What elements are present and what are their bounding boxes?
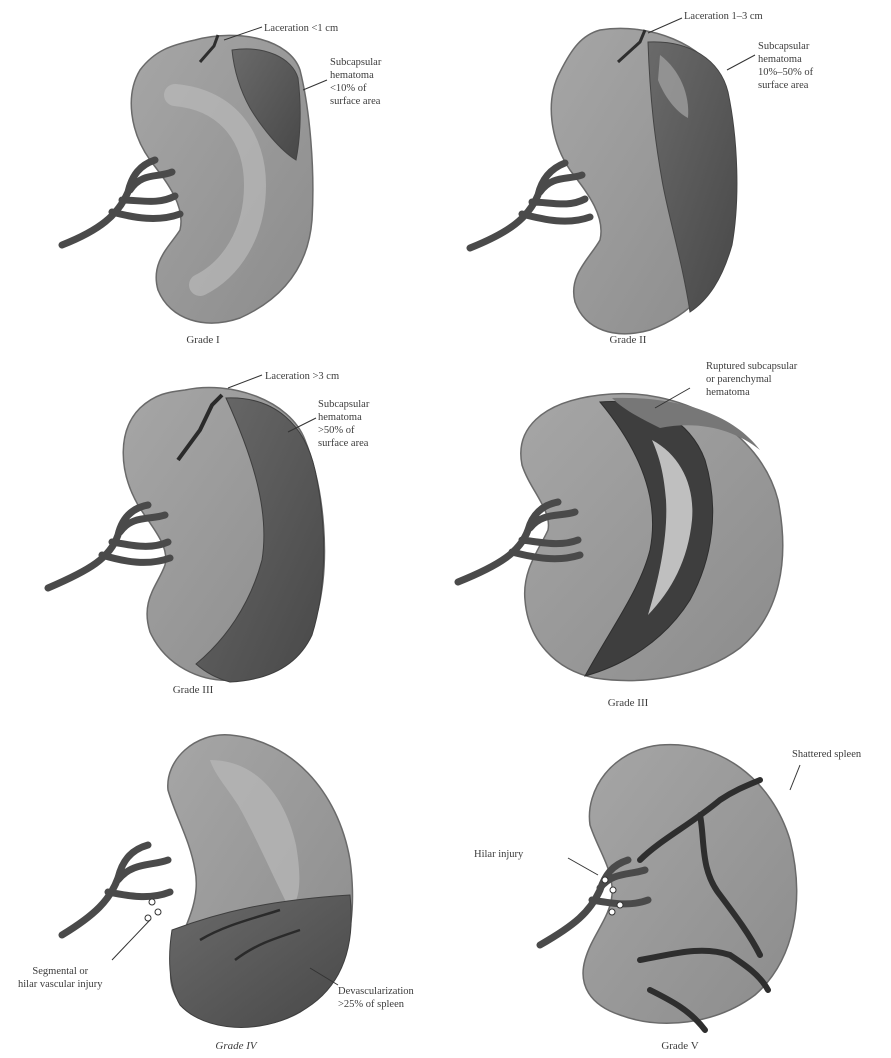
label-laceration-gt3cm: Laceration >3 cm — [265, 370, 339, 383]
caption-grade-3-ruptured: Grade III — [568, 697, 688, 709]
panel-grade-3-illustration — [48, 375, 324, 682]
panel-grade-5-illustration — [540, 745, 800, 1030]
label-laceration-lt1cm: Laceration <1 cm — [264, 22, 338, 35]
caption-grade-2: Grade II — [568, 334, 688, 346]
label-hilar-injury: Hilar injury — [474, 848, 523, 861]
panel-grade-4-illustration — [62, 735, 352, 1028]
panel-grade-2-illustration — [470, 18, 755, 334]
vessels — [62, 845, 170, 935]
vessels — [62, 160, 180, 245]
label-segmental-vascular-injury: Segmental or hilar vascular injury — [18, 965, 103, 991]
label-shattered-spleen: Shattered spleen — [792, 748, 861, 761]
vascular-injury-marks — [145, 899, 161, 921]
panel-grade-3-ruptured-illustration — [458, 388, 783, 680]
label-devascularization: Devascularization >25% of spleen — [338, 985, 414, 1011]
vessels — [48, 505, 170, 588]
label-laceration-1-3cm: Laceration 1–3 cm — [684, 10, 763, 23]
label-hematoma-lt10: Subcapsular hematoma <10% of surface are… — [330, 56, 381, 108]
caption-grade-3: Grade III — [133, 684, 253, 696]
caption-grade-5: Grade V — [620, 1040, 740, 1052]
label-ruptured-hematoma: Ruptured subcapsular or parenchymal hema… — [706, 360, 797, 399]
caption-grade-1: Grade I — [143, 334, 263, 346]
label-hematoma-gt50: Subcapsular hematoma >50% of surface are… — [318, 398, 369, 450]
panel-grade-1-illustration — [62, 27, 327, 323]
label-hematoma-10-50: Subcapsular hematoma 10%–50% of surface … — [758, 40, 813, 92]
vessels — [470, 163, 590, 248]
caption-grade-4: Grade IV — [176, 1040, 296, 1052]
